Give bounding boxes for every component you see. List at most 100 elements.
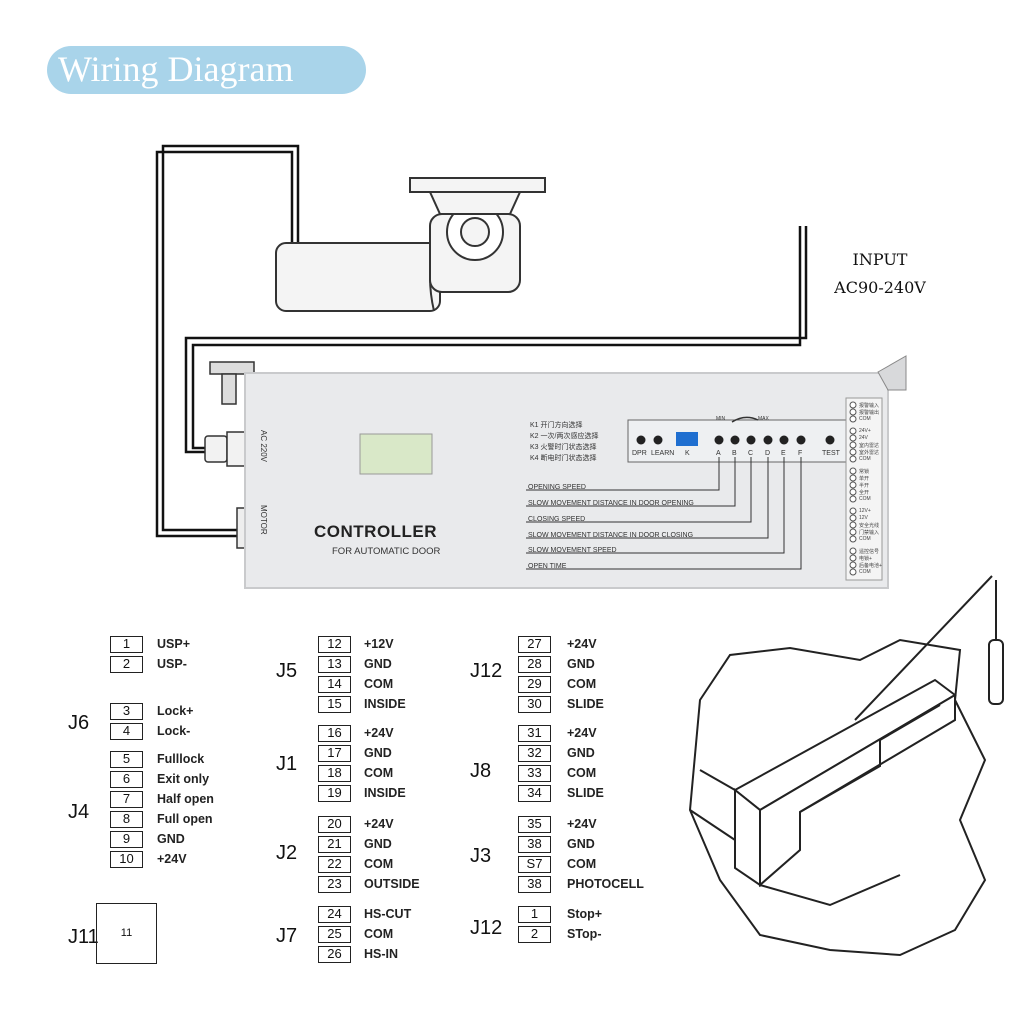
- pin-description: COM: [364, 677, 394, 691]
- input-wire: [184, 226, 808, 454]
- pin-number: 32: [518, 745, 551, 762]
- min-label: MIN: [716, 416, 726, 422]
- fn-opening-speed: OPENING SPEED: [528, 484, 586, 491]
- pin-number: 34: [518, 785, 551, 802]
- pin-description: SLIDE: [567, 786, 604, 800]
- terminal-label: 报警输入: [859, 403, 880, 409]
- max-label: MAX: [758, 416, 769, 422]
- connector-label: J12: [470, 660, 503, 682]
- screwdriver: [854, 575, 1004, 721]
- pin-number: 1: [110, 636, 143, 653]
- learn-button-label: LEARN: [651, 450, 675, 457]
- pin-number: 17: [318, 745, 351, 762]
- pin-number: 4: [110, 723, 143, 740]
- pin-number: 1: [518, 906, 551, 923]
- pin-description: USP-: [157, 657, 187, 671]
- pin-description: Lock-: [157, 724, 191, 738]
- motor: [275, 177, 546, 312]
- pin-description: +24V: [567, 726, 597, 740]
- pin-description: COM: [567, 766, 597, 780]
- terminal-label: 半开: [859, 483, 870, 489]
- pin-description: +24V: [567, 637, 597, 651]
- pin-description: GND: [364, 837, 392, 851]
- connector-label: J3: [470, 845, 492, 867]
- connector-label: J1: [276, 753, 298, 775]
- connector-label: J8: [470, 760, 492, 782]
- pin-number: 13: [318, 656, 351, 673]
- pin-number: 35: [518, 816, 551, 833]
- terminal-label: 室内雷达: [859, 443, 880, 449]
- pin-description: GND: [157, 832, 185, 846]
- terminal-label: COM: [859, 456, 871, 462]
- pin-description: Exit only: [157, 772, 210, 786]
- k-switch-label: K: [685, 450, 690, 457]
- pin-number: 38: [518, 876, 551, 893]
- pin-number: 20: [318, 816, 351, 833]
- pin-number: 27: [518, 636, 551, 653]
- connector-label: J4: [68, 801, 90, 823]
- connector-label: J5: [276, 660, 298, 682]
- pin-description: HS-CUT: [364, 907, 412, 921]
- terminal-label: COM: [859, 536, 871, 542]
- pin-number: 26: [318, 946, 351, 963]
- connector-label: J6: [68, 712, 90, 734]
- pin-number: 29: [518, 676, 551, 693]
- pin-number: 19: [318, 785, 351, 802]
- pin-description: USP+: [157, 637, 191, 651]
- fn-slow-speed: SLOW MOVEMENT SPEED: [528, 547, 617, 554]
- terminal-label: 常锁: [859, 469, 870, 475]
- pin-description: +24V: [157, 852, 187, 866]
- pin-number: 30: [518, 696, 551, 713]
- pin-description: PHOTOCELL: [567, 877, 644, 891]
- pin-number: 31: [518, 725, 551, 742]
- pin-description: COM: [567, 857, 597, 871]
- pin-description: GND: [364, 746, 392, 760]
- pin-description: OUTSIDE: [364, 877, 420, 891]
- terminal-label: 安全光线: [859, 523, 880, 529]
- controller-end-cap: [877, 355, 907, 391]
- qr-sticker: [359, 433, 433, 475]
- pin-number: 8: [110, 811, 143, 828]
- pin-number: 2: [110, 656, 143, 673]
- pin-description: +24V: [364, 726, 394, 740]
- pin-description: COM: [364, 857, 394, 871]
- terminal-label: 电锁+: [859, 556, 872, 562]
- pin-description: SLIDE: [567, 697, 604, 711]
- terminal-label: COM: [859, 416, 871, 422]
- dpr-button-label: DPR: [632, 450, 647, 457]
- j11-terminal-box: 11: [96, 903, 157, 964]
- controller-subtitle: FOR AUTOMATIC DOOR: [332, 546, 441, 557]
- pin-description: +12V: [364, 637, 394, 651]
- pin-number: 25: [318, 926, 351, 943]
- terminal-label: 12V+: [859, 508, 871, 514]
- pin-description: Full open: [157, 812, 213, 826]
- mount-bracket: [209, 361, 255, 405]
- pin-description: +24V: [364, 817, 394, 831]
- pin-description: COM: [364, 766, 394, 780]
- pin-number: 33: [518, 765, 551, 782]
- title-badge: [47, 46, 366, 94]
- terminal-label: 24V+: [859, 428, 871, 434]
- minmax-arc: [731, 416, 759, 423]
- fn-open-time: OPEN TIME: [528, 563, 567, 570]
- fn-slow-open-distance: SLOW MOVEMENT DISTANCE IN DOOR OPENING: [528, 500, 694, 507]
- page-title: Wiring Diagram: [58, 49, 294, 89]
- pin-description: INSIDE: [364, 786, 406, 800]
- motor-wire: [155, 144, 300, 538]
- pin-number: 22: [318, 856, 351, 873]
- test-button-label: TEST: [822, 450, 840, 457]
- c-knob-label: C: [748, 450, 754, 457]
- terminal-label: 报警输出: [859, 410, 880, 416]
- terminal-label: 后备电池+: [859, 563, 882, 569]
- pin-number: 21: [318, 836, 351, 853]
- pin-description: GND: [567, 837, 595, 851]
- f-knob-label: F: [798, 450, 803, 457]
- terminal-label: 室外雷达: [859, 450, 880, 456]
- pin-description: Stop+: [567, 907, 603, 921]
- pin-number: 10: [110, 851, 143, 868]
- door-frame-sketch: [688, 638, 987, 957]
- pin-number: 16: [318, 725, 351, 742]
- pin-number: 15: [318, 696, 351, 713]
- function-leaders: [526, 457, 802, 570]
